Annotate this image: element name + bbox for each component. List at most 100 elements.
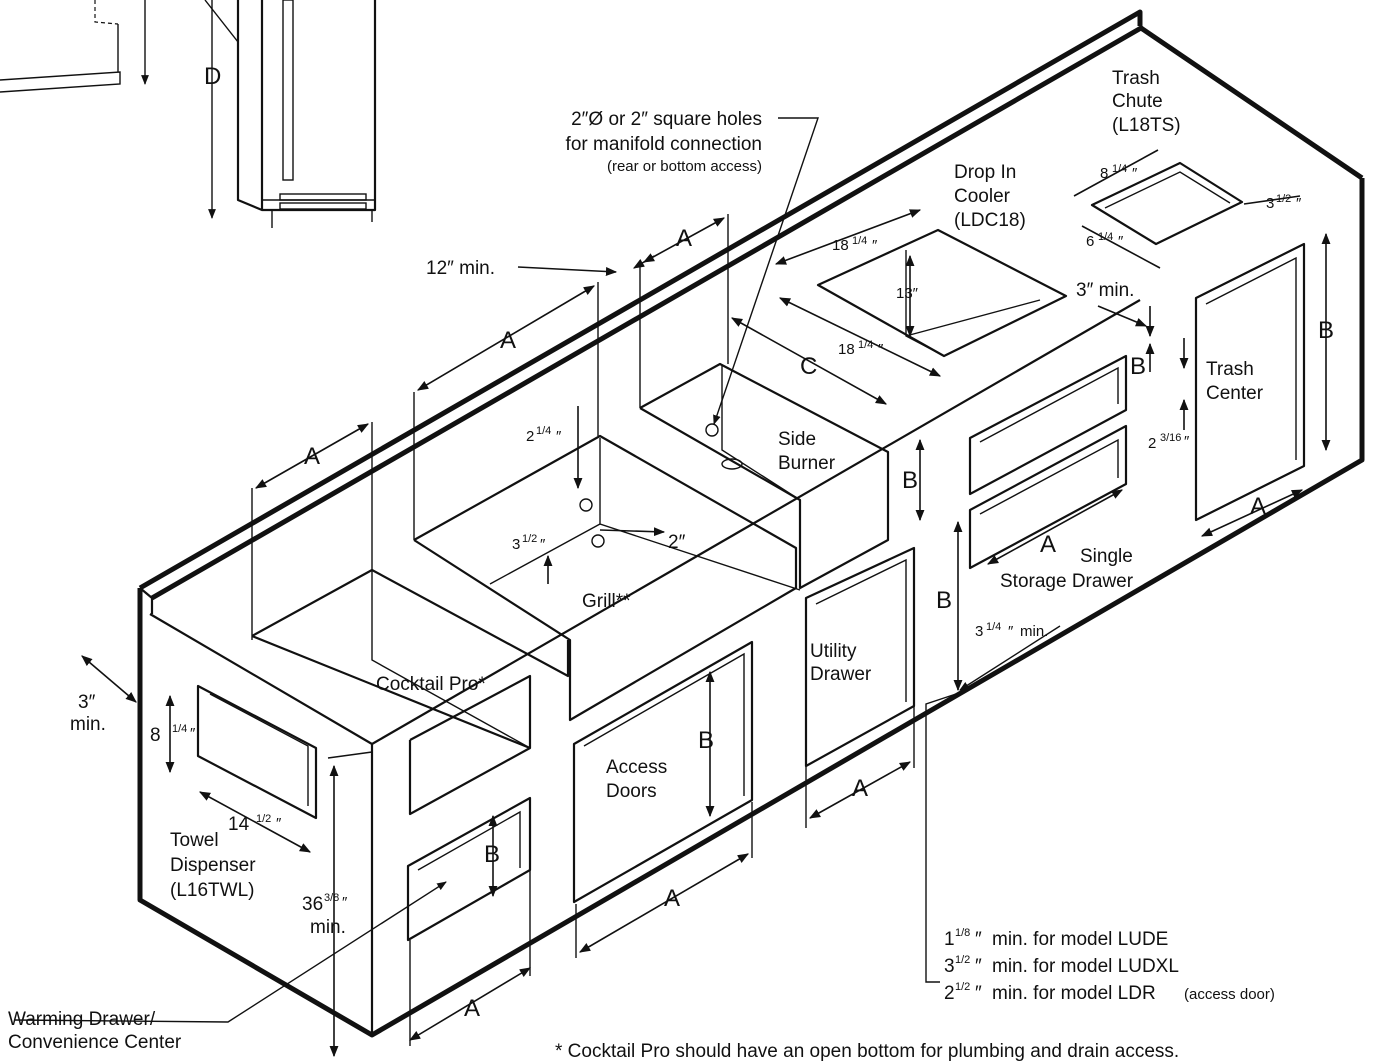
- lude-frac: 1/8: [955, 927, 970, 939]
- trash-chute-width-unit: ″: [1132, 165, 1138, 182]
- utility-drawer-label-2: Drawer: [810, 664, 872, 685]
- trash-center-gap-unit: ″: [1184, 433, 1190, 450]
- drawer-gap-unit: ″: [1008, 623, 1014, 640]
- manifold-note-line-2: for manifold connection: [566, 134, 762, 155]
- trash-chute-margin-whole: 3: [1266, 195, 1274, 212]
- trash-chute-label-1: Trash: [1112, 68, 1160, 89]
- towel-dispenser: 8 1/4 ″ 14 1/2 ″ Towel Dispenser (L16TWL…: [150, 684, 318, 901]
- storage-drawers: A Single Storage Drawer B 2 3/16 ″ 3 1/4…: [959, 306, 1190, 691]
- trash-center-gap-frac: 3/16: [1160, 432, 1181, 444]
- ludxl-note: min. for model LUDXL: [992, 956, 1179, 977]
- storage-drawer-label-1: Single: [1080, 546, 1133, 567]
- side-burner-label-2: Burner: [778, 453, 836, 474]
- ludxl-unit: ″: [975, 956, 982, 977]
- lude-whole: 1: [944, 929, 955, 950]
- dimension-d-label: D: [204, 63, 221, 90]
- ldr-unit: ″: [975, 983, 982, 1004]
- twelve-min-label: 12″ min.: [426, 258, 495, 279]
- access-doors-label-2: Doors: [606, 781, 657, 802]
- refrigerator-inset: D: [0, 0, 377, 228]
- cocktail-pro-label: Cocktail Pro*: [376, 674, 486, 695]
- utility-drawer: Utility Drawer A B B: [804, 438, 963, 828]
- grill-cutout: Grill** 2 1/4 ″ 3 1/2 ″ 2″: [413, 406, 801, 722]
- towel-dispenser-label-2: Dispenser: [170, 855, 256, 876]
- counter-height-unit: ″: [342, 894, 348, 911]
- warming-drawer-a-label: A: [464, 995, 480, 1022]
- cooler-width-unit: ″: [872, 237, 878, 254]
- storage-drawer-a-label: A: [1040, 531, 1056, 558]
- lude-unit: ″: [975, 929, 982, 950]
- manifold-note: 2″Ø or 2″ square holes for manifold conn…: [566, 109, 819, 425]
- trash-center: Trash Center B A 3″ min.: [1076, 232, 1334, 537]
- cooler-height: 13″: [896, 285, 919, 302]
- trash-chute-depth-frac: 1/4: [1098, 231, 1113, 243]
- drawer-gap-whole: 3: [975, 623, 983, 640]
- counter-height-whole: 36: [302, 894, 323, 915]
- drop-in-cooler-label-3: (LDC18): [954, 210, 1026, 231]
- cooler-depth-frac: 1/4: [858, 339, 873, 351]
- drop-in-cooler: Drop In Cooler (LDC18) 18 1/4 ″ 13″ 18 1…: [774, 162, 1068, 377]
- right-clearance-label: 3″ min.: [1076, 280, 1134, 301]
- trash-chute-margin-unit: ″: [1296, 195, 1302, 212]
- trash-center-b-label: B: [1318, 317, 1334, 344]
- trash-chute-depth-whole: 6: [1086, 233, 1094, 250]
- island-outline: [137, 9, 1365, 1038]
- left-clearance-label-1: 3″: [78, 692, 96, 713]
- warming-drawer: B Warming Drawer/ Convenience Center A: [8, 796, 532, 1053]
- towel-width-whole: 14: [228, 814, 250, 835]
- towel-width-unit: ″: [276, 815, 282, 832]
- utility-drawer-b-label: B: [902, 467, 918, 494]
- grill-hole-offset-frac: 1/2: [522, 533, 537, 545]
- side-burner-cutout: Side Burner C: [639, 317, 890, 590]
- side-burner-label-1: Side: [778, 429, 816, 450]
- access-doors: B Access Doors A: [572, 640, 754, 958]
- grill-rear-offset-unit: ″: [556, 428, 562, 445]
- top-dimension-chain: A A A 12″ min.: [251, 214, 729, 640]
- cocktail-pro-footnote: * Cocktail Pro should have an open botto…: [555, 1041, 1179, 1062]
- drop-in-cooler-label-2: Cooler: [954, 186, 1011, 207]
- drawer-gap-frac: 1/4: [986, 621, 1001, 633]
- trash-chute-depth-unit: ″: [1118, 233, 1124, 250]
- lude-note: min. for model LUDE: [992, 929, 1168, 950]
- ldr-frac: 1/2: [955, 981, 970, 993]
- trash-center-label-1: Trash: [1206, 359, 1254, 380]
- towel-dispenser-label-1: Towel: [170, 830, 219, 851]
- trash-chute-width-frac: 1/4: [1112, 163, 1127, 175]
- ludxl-frac: 1/2: [955, 954, 970, 966]
- towel-dispenser-label-3: (L16TWL): [170, 880, 254, 901]
- trash-center-label-2: Center: [1206, 383, 1264, 404]
- cooler-width-frac: 1/4: [852, 235, 867, 247]
- grill-hole-offset-unit: ″: [540, 536, 546, 553]
- access-doors-a-label: A: [664, 885, 680, 912]
- grill-hole-offset-whole: 3: [512, 536, 520, 553]
- grill-rear-offset-whole: 2: [526, 428, 534, 445]
- utility-drawer-label-1: Utility: [810, 641, 857, 662]
- cooler-depth-unit: ″: [878, 341, 884, 358]
- manifold-note-line-3: (rear or bottom access): [607, 158, 762, 175]
- trash-center-gap-whole: 2: [1148, 435, 1156, 452]
- warming-drawer-label-1: Warming Drawer/: [8, 1009, 156, 1030]
- ldr-whole: 2: [944, 983, 955, 1004]
- side-burner-a-label: A: [676, 225, 692, 252]
- grill-label: Grill**: [582, 591, 631, 612]
- trash-chute-margin-frac: 1/2: [1276, 193, 1291, 205]
- utility-drawer-b2-label: B: [936, 587, 952, 614]
- towel-height-frac: 1/4: [172, 723, 187, 735]
- counter-height-min: min.: [310, 917, 346, 938]
- access-door-note: (access door): [1184, 986, 1275, 1003]
- manifold-note-line-1: 2″Ø or 2″ square holes: [571, 109, 762, 130]
- access-doors-label-1: Access: [606, 757, 667, 778]
- cooler-depth-whole: 18: [838, 341, 855, 358]
- ludxl-whole: 3: [944, 956, 955, 977]
- trash-chute: Trash Chute (L18TS) 8 1/4 ″ 6 1/4 ″ 3 1/…: [1073, 68, 1302, 269]
- grill-rear-offset-frac: 1/4: [536, 425, 551, 437]
- utility-drawer-a-label: A: [852, 775, 868, 802]
- towel-height-unit: ″: [190, 725, 196, 742]
- ldr-note: min. for model LDR: [992, 983, 1156, 1004]
- drawer-gap-suffix: min.: [1020, 623, 1048, 640]
- trash-center-a-label: A: [1250, 493, 1266, 520]
- model-notes: 1 1/8 ″ min. for model LUDE 3 1/2 ″ min.…: [925, 691, 1275, 1004]
- cocktail-pro-cutout: Cocktail Pro*: [251, 568, 570, 816]
- left-dimensions: 3″ min. 36 3/8 ″ min.: [70, 655, 373, 1058]
